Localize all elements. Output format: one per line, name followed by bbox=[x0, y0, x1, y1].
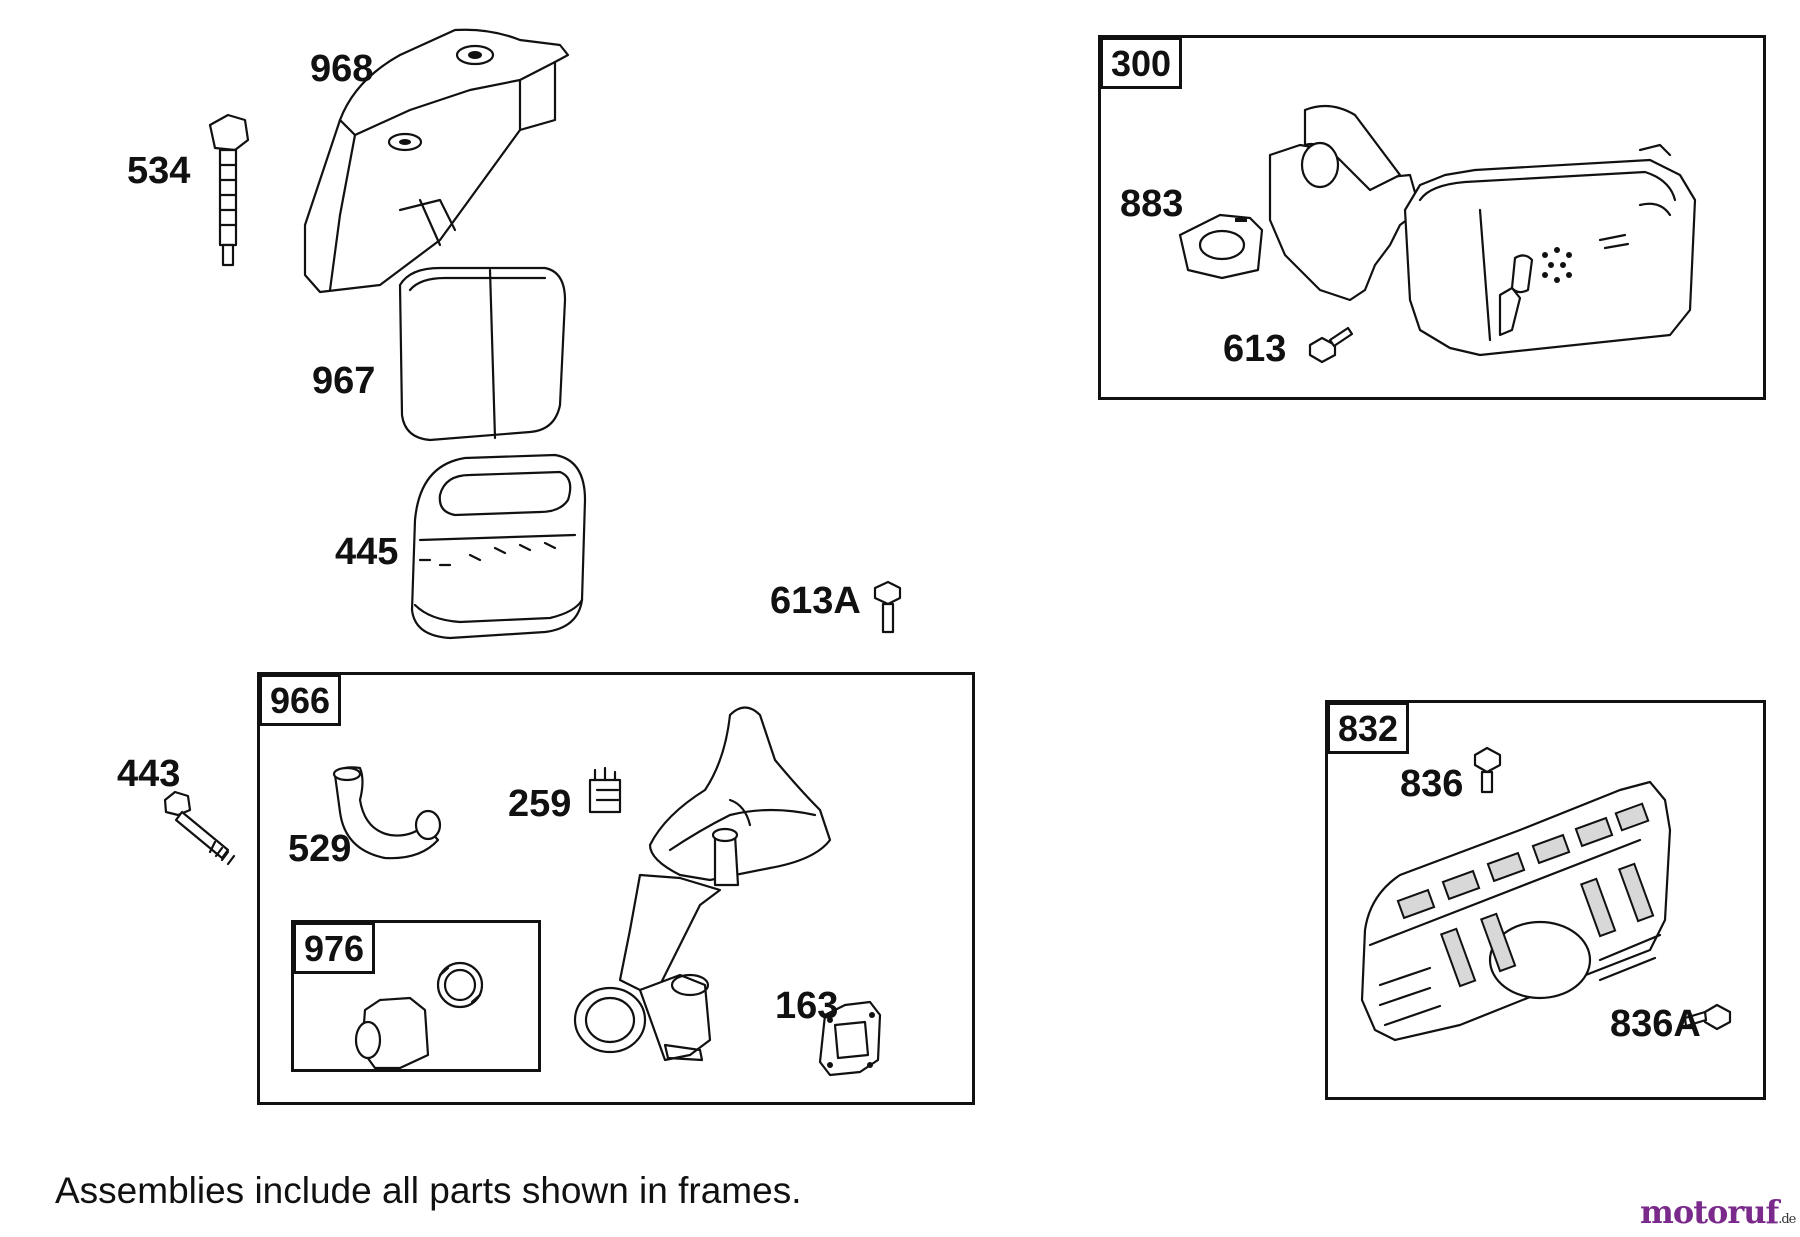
part-445-filter-drawing bbox=[410, 453, 587, 640]
frame-832 bbox=[1325, 700, 1766, 1100]
frame-966-label: 966 bbox=[259, 674, 342, 726]
watermark-suffix: .de bbox=[1778, 1212, 1796, 1227]
part-163-gasket-drawing bbox=[818, 1000, 882, 1077]
part-label-259: 259 bbox=[508, 783, 572, 825]
part-label-613a: 613A bbox=[770, 580, 861, 622]
part-label-445: 445 bbox=[335, 531, 399, 573]
part-613a-screw-drawing bbox=[873, 580, 902, 634]
part-label-529: 529 bbox=[288, 828, 352, 870]
part-label-613: 613 bbox=[1223, 328, 1287, 370]
part-label-443: 443 bbox=[117, 753, 181, 795]
part-832-shield-drawing bbox=[1360, 780, 1672, 1042]
part-label-836a: 836A bbox=[1610, 1003, 1701, 1045]
part-534-bolt-drawing bbox=[208, 113, 250, 267]
part-836a-screw-drawing bbox=[1683, 1003, 1732, 1031]
part-836-screw-drawing bbox=[1473, 746, 1502, 794]
part-label-968: 968 bbox=[310, 48, 374, 90]
part-967-precleaner-drawing bbox=[398, 266, 567, 442]
frame-966 bbox=[257, 672, 975, 1105]
part-613-screw-drawing bbox=[1308, 326, 1354, 364]
part-label-967: 967 bbox=[312, 360, 376, 402]
part-label-163: 163 bbox=[775, 985, 839, 1027]
part-968-cover-drawing bbox=[303, 28, 570, 294]
assemblies-note: Assemblies include all parts shown in fr… bbox=[55, 1170, 802, 1211]
part-label-836: 836 bbox=[1400, 763, 1464, 805]
part-529-elbow-drawing bbox=[332, 766, 442, 860]
watermark-text: motoruf bbox=[1640, 1193, 1779, 1231]
part-label-883: 883 bbox=[1120, 183, 1184, 225]
frame-976 bbox=[291, 920, 541, 1072]
part-label-534: 534 bbox=[127, 150, 191, 192]
watermark: motoruf.de bbox=[1640, 1193, 1796, 1231]
frame-300 bbox=[1098, 35, 1766, 400]
part-300-muffler-drawing bbox=[1268, 104, 1697, 357]
frame-300-label: 300 bbox=[1100, 37, 1183, 89]
part-883-gasket-drawing bbox=[1178, 213, 1264, 280]
frame-976-label: 976 bbox=[293, 922, 376, 974]
part-966-base-drawing bbox=[573, 706, 832, 1062]
part-259-clip-drawing bbox=[588, 766, 622, 814]
part-976-drawing bbox=[354, 961, 484, 1070]
frame-832-label: 832 bbox=[1327, 702, 1410, 754]
part-443-bolt-drawing bbox=[163, 790, 236, 866]
